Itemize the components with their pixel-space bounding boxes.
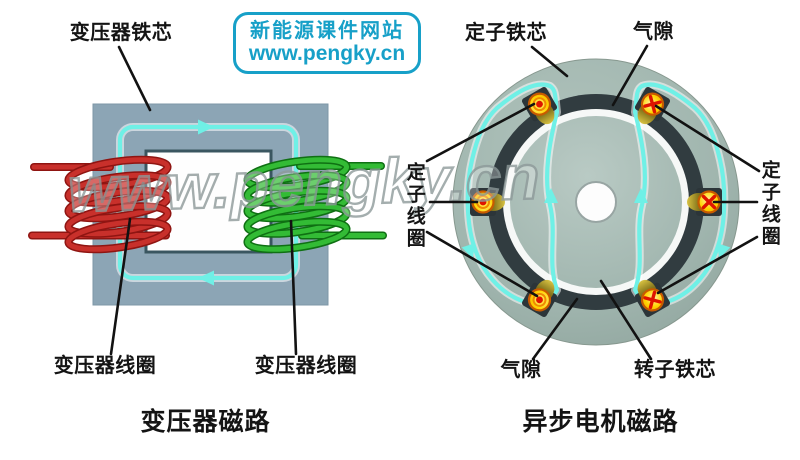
- logo-site-name: 新能源课件网站: [250, 20, 404, 43]
- stator-coil-left-label: 定子线圈: [403, 162, 425, 250]
- callout-coil-upper-right: [654, 104, 761, 173]
- transformer-secondary-coil: [243, 155, 387, 254]
- stator-coil-left: [470, 188, 505, 216]
- transformer-coil-right-label: 变压器线圈: [254, 355, 358, 377]
- flux-arrow-down-left-icon: [461, 243, 476, 259]
- motor-title: 异步电机磁路: [522, 408, 679, 436]
- callout-air-gap-bottom: [531, 297, 579, 361]
- shaft-hole: [575, 181, 617, 223]
- flux-arrow-up-right-icon: [634, 188, 648, 203]
- callout-coil-lower-left: [425, 230, 539, 298]
- callout-rotor-core: [599, 279, 653, 361]
- callout-transformer-coil-left: [109, 217, 132, 356]
- stator-coil-lower-right: [634, 279, 671, 318]
- transformer-coil-left-label: 变压器线圈: [53, 355, 157, 377]
- motor-flux-loops: [461, 80, 731, 308]
- current-out-dot-icon: [536, 100, 543, 108]
- transformer-title: 变压器磁路: [140, 408, 271, 436]
- pengky-logo: 新能源课件网站 www.pengky.cn: [233, 12, 421, 74]
- air-gap-top-label: 气隙: [633, 21, 674, 43]
- flux-loop-right: [632, 82, 727, 306]
- air-gap-bottom-label: 气隙: [500, 359, 542, 381]
- flux-loop-left: [465, 82, 560, 306]
- flux-arrow-right-icon: [198, 119, 214, 135]
- flux-arrow-up-left-icon: [544, 188, 558, 203]
- flux-arrow-left-icon: [198, 270, 214, 286]
- callout-transformer-core: [117, 45, 152, 112]
- motor-diagram: [452, 58, 740, 346]
- callout-stator-core: [530, 45, 569, 78]
- rotor-core-label: 转子铁芯: [634, 359, 716, 381]
- stator-coil-right: [687, 188, 722, 216]
- stator-coil-upper-left: [521, 86, 558, 125]
- current-out-dot-icon: [479, 198, 487, 206]
- current-out-dot-icon: [536, 296, 543, 304]
- stator-coil-upper-right: [634, 86, 671, 125]
- logo-site-url: www.pengky.cn: [248, 42, 406, 66]
- callout-air-gap-top: [611, 44, 649, 107]
- flux-arrow-down-right-icon: [716, 243, 731, 259]
- current-in-x-icon: [643, 290, 662, 310]
- current-in-x-icon: [701, 194, 717, 210]
- stator-coil-right-label: 定子线圈: [758, 160, 780, 248]
- callout-transformer-coil-right: [289, 219, 298, 356]
- callout-coil-upper-left: [425, 102, 536, 163]
- callout-coil-lower-right: [656, 235, 759, 295]
- transformer-core-label: 变压器铁芯: [69, 22, 173, 44]
- transformer-diagram: [28, 103, 387, 306]
- transformer-primary-coil: [28, 155, 172, 254]
- stator-core-label: 定子铁芯: [465, 22, 547, 44]
- current-in-x-icon: [643, 94, 662, 114]
